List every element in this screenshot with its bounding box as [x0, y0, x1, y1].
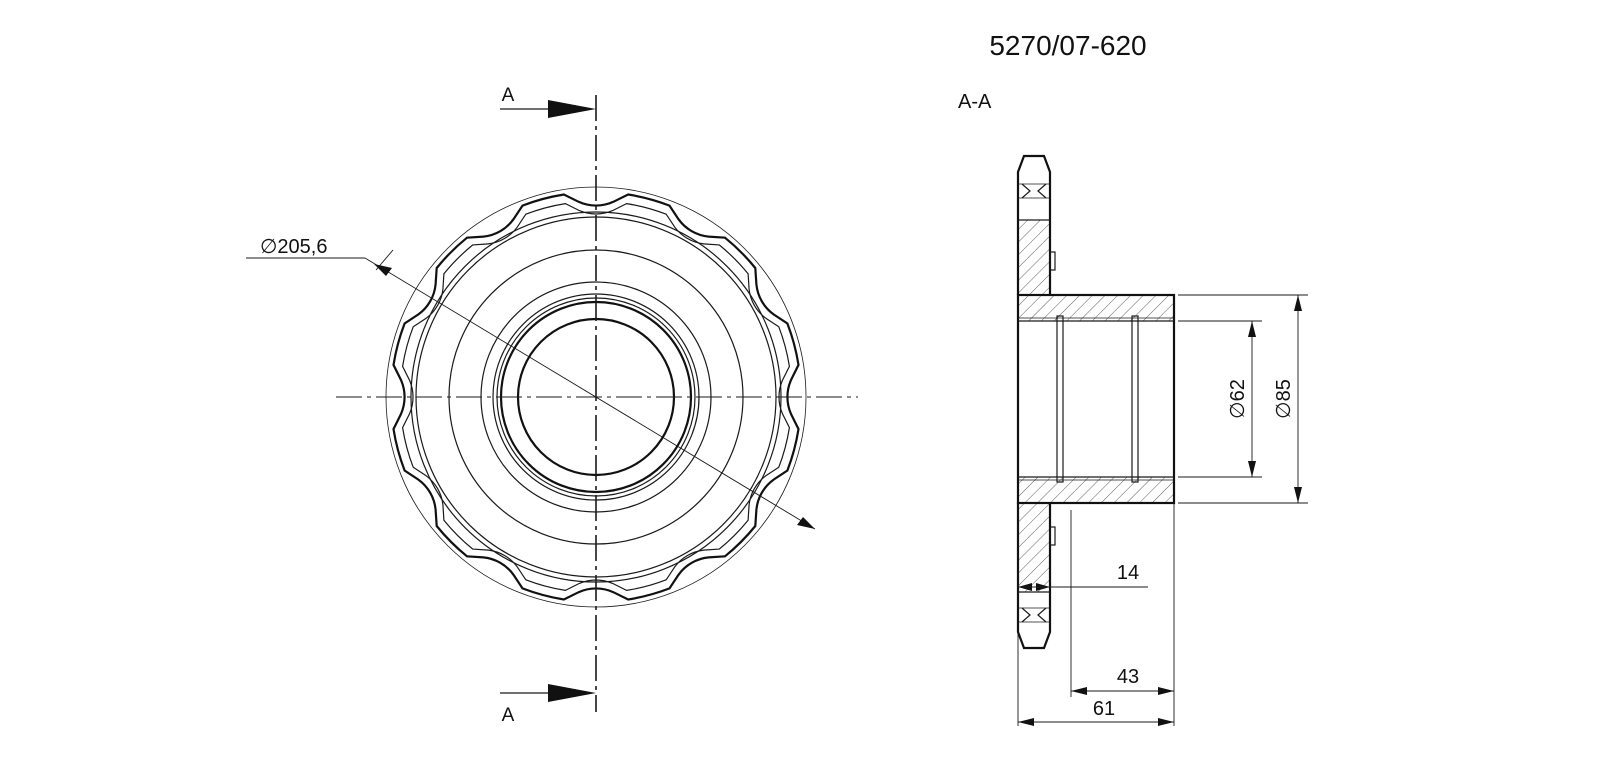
dim-hub-diameter: ∅85 [1273, 379, 1295, 419]
dim-hub-offset-arrow-right [1158, 687, 1174, 695]
dim-hub-arrow-top [1294, 295, 1302, 311]
part-number: 5270/07-620 [989, 30, 1146, 61]
dim-total-width: 61 [1093, 698, 1115, 720]
section-label: A-A [958, 91, 992, 113]
cut-arrow-bottom-head [548, 684, 596, 702]
dim-outer-arrow-end [797, 517, 815, 529]
plate-top-chamfer [1021, 183, 1047, 199]
dim-hub-arrow-bottom [1294, 487, 1302, 503]
dim-total-arrow-left [1018, 718, 1034, 726]
dim-outer-tick [375, 249, 394, 271]
dim-bore-arrow-bottom [1248, 461, 1256, 477]
dim-total-arrow-right [1158, 718, 1174, 726]
dim-bore-diameter: ∅62 [1227, 379, 1249, 419]
plate-bottom-hatch [1019, 502, 1049, 592]
sprocket-tooth-chamfer-outline [401, 202, 791, 592]
dim-bore-arrow-top [1248, 321, 1256, 337]
dim-hub-offset-arrow-left [1071, 687, 1087, 695]
sprocket-tooth-outline [392, 193, 800, 601]
cut-marker-top: A [502, 85, 515, 106]
front-view-sprocket: A A ∅205,6 [246, 85, 858, 726]
plate-top-weld-notch [1049, 251, 1056, 271]
hub-top-hatch [1019, 296, 1173, 321]
plate-top-outline [1016, 154, 1052, 295]
hub-groove-right [1131, 315, 1139, 483]
hub-outline [1016, 293, 1176, 505]
plate-top-hatch [1019, 220, 1049, 295]
dim-outer-diameter: ∅205,6 [260, 236, 327, 258]
hub-groove-left [1056, 315, 1064, 483]
hub-bottom-hatch [1019, 477, 1173, 502]
dim-plate-thickness: 14 [1117, 562, 1139, 584]
dim-outer-line [364, 257, 816, 530]
dim-hub-offset: 43 [1117, 666, 1139, 688]
plate-bottom-chamfer [1021, 607, 1047, 623]
cut-marker-bottom: A [502, 705, 515, 726]
section-view-a-a: A-A ∅62 [958, 91, 1308, 726]
plate-bottom-weld-notch [1049, 526, 1056, 546]
cut-arrow-top-head [548, 100, 596, 118]
dim-outer-arrow-start [374, 264, 392, 276]
